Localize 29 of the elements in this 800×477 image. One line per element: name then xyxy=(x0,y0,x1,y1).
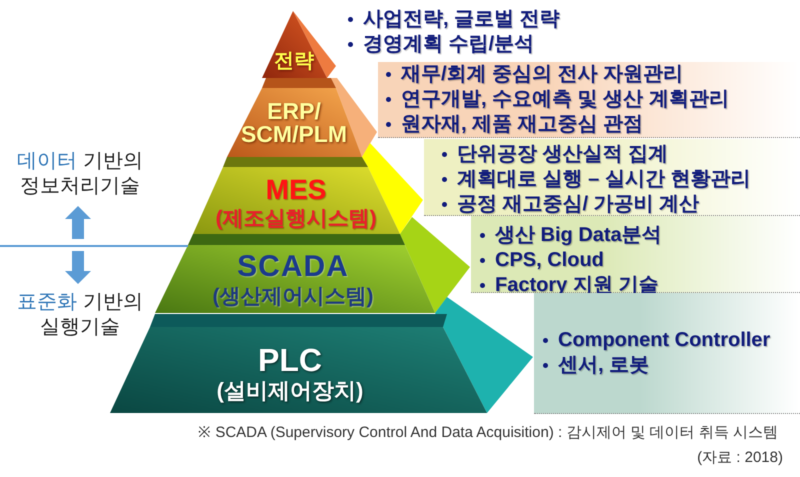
description-band xyxy=(378,62,800,138)
side-note: 표준화 기반의 실행기술 xyxy=(16,290,144,340)
tier-subtitle: (생산제어시스템) xyxy=(212,284,374,310)
description-text: CPS, Cloud xyxy=(495,248,604,273)
tier-subtitle: (제조실행시스템) xyxy=(216,206,376,232)
description-text: 생산 Big Data분석 xyxy=(495,223,662,248)
description-text: 경영계획 수립/분석 xyxy=(363,32,534,57)
description-text: 재무/회계 중심의 전사 자원관리 xyxy=(401,62,684,87)
description-band xyxy=(534,293,800,414)
tier-label: PLC xyxy=(258,344,322,376)
tier-label: ERP/ SCM/PLM xyxy=(240,100,348,146)
side-note: 데이터 기반의 정보처리기술 xyxy=(16,149,144,199)
description-text: Factory 지원 기술 xyxy=(495,273,658,298)
tier-label: MES xyxy=(266,175,326,205)
description-text: 계획대로 실행 – 실시간 현황관리 xyxy=(457,167,750,192)
tier-label: 전략 xyxy=(274,50,314,72)
description-text: 연구개발, 수요예측 및 생산 계획관리 xyxy=(401,87,729,112)
footnote: ※ SCADA (Supervisory Control And Data Acquisition) : 감시제어 및 데이터 취득 시스템 xyxy=(198,423,778,443)
description-text: Component Controller xyxy=(558,328,770,353)
description-text: 센서, 로봇 xyxy=(558,353,650,378)
description-text: 사업전략, 글로벌 전략 xyxy=(363,7,560,32)
description-text: 공정 재고중심/ 가공비 계산 xyxy=(457,192,700,217)
source-note: (자료 : 2018) xyxy=(697,448,783,468)
description-band xyxy=(471,216,800,293)
description-band xyxy=(424,139,800,216)
description-text: 원자재, 제품 재고중심 관점 xyxy=(401,112,644,137)
description-text: 단위공장 생산실적 집계 xyxy=(457,142,668,167)
tier-subtitle: (설비제어장치) xyxy=(216,377,364,405)
tier-label: SCADA xyxy=(237,252,349,282)
